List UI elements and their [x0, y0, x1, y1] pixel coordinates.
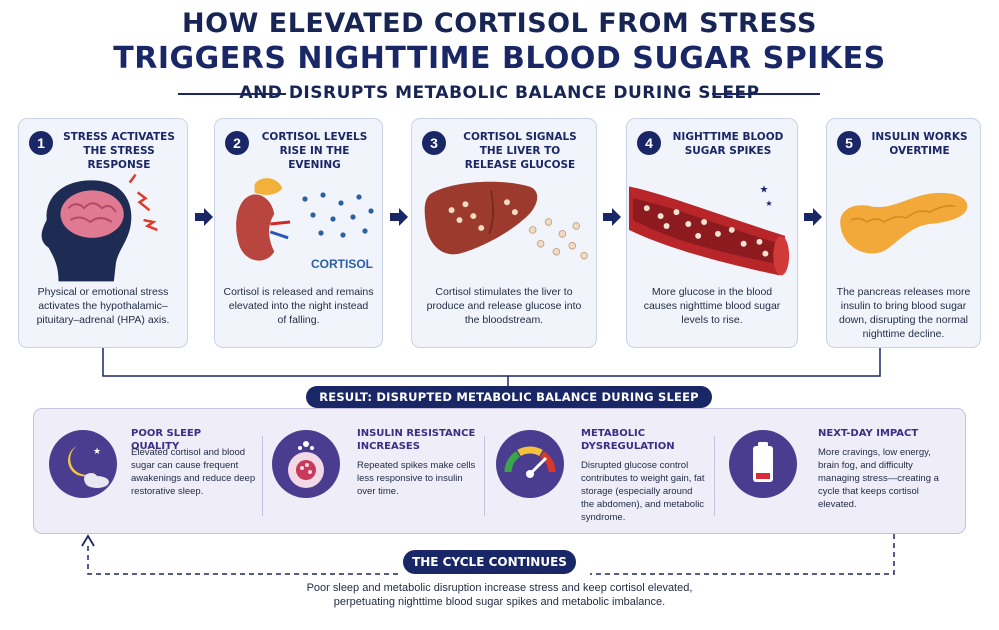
- step-description: The pancreas releases more insulin to br…: [836, 286, 971, 340]
- divider: [714, 436, 715, 516]
- effect-description: Elevated cortisol and blood sugar can ca…: [131, 447, 256, 497]
- divider: [262, 436, 263, 516]
- liver-icon: [424, 181, 588, 260]
- cortisol-molecules: [302, 192, 374, 238]
- step-description: Physical or emotional stress activates t…: [36, 286, 170, 326]
- pancreas-icon: [840, 192, 968, 254]
- step-description: Cortisol is released and remains elevate…: [223, 286, 374, 326]
- step-number: 1: [29, 131, 53, 155]
- effect-description: Repeated spikes make cells less responsi…: [357, 460, 476, 497]
- step-card-3: 3 CORTISOL SIGNALS THE LIVER TO RELEASE …: [411, 118, 597, 348]
- step-title: NIGHTTIME BLOOD SUGAR SPIKES: [672, 131, 784, 157]
- step-number: 3: [422, 131, 446, 155]
- step-title: STRESS ACTIVATES THE STRESS RESPONSE: [63, 131, 175, 171]
- step-card-4: 4 NIGHTTIME BLOOD SUGAR SPIKES ★ ★ More …: [626, 118, 798, 348]
- title-rule-right: [712, 93, 820, 95]
- step-card-2: 2 CORTISOL LEVELS RISE IN THE EVENING CO…: [214, 118, 383, 348]
- step-title: CORTISOL LEVELS RISE IN THE EVENING: [261, 131, 368, 171]
- step-number: 4: [637, 131, 661, 155]
- cycle-description-line-2: perpetuating nighttime blood sugar spike…: [333, 596, 666, 608]
- subtitle: AND DISRUPTS METABOLIC BALANCE DURING SL…: [239, 83, 760, 103]
- moon-cloud-icon: ★: [49, 430, 117, 498]
- svg-text:★: ★: [759, 184, 768, 195]
- gauge-icon: [496, 430, 564, 498]
- step-card-1: 1 STRESS ACTIVATES THE STRESS RESPONSE P…: [18, 118, 188, 348]
- step-number: 5: [837, 131, 861, 155]
- result-heading: RESULT: DISRUPTED METABOLIC BALANCE DURI…: [306, 386, 712, 408]
- effect-title: INSULIN RESISTANCE INCREASES: [357, 428, 476, 452]
- cycle-description: Poor sleep and metabolic disruption incr…: [0, 581, 999, 609]
- blood-vessel-icon: ★ ★: [628, 184, 790, 276]
- title-line-1: HOW ELEVATED CORTISOL FROM STRESS: [182, 8, 817, 39]
- step-title: INSULIN WORKS OVERTIME: [871, 131, 968, 157]
- effect-description: Disrupted glucose control contributes to…: [581, 460, 705, 523]
- svg-text:★: ★: [765, 199, 772, 208]
- step-description: More glucose in the blood causes nightti…: [643, 286, 781, 326]
- divider: [484, 436, 485, 516]
- arrow-right-icon: [804, 208, 822, 226]
- step-number: 2: [225, 131, 249, 155]
- effect-title: METABOLIC DYSREGULATION: [581, 428, 675, 452]
- cycle-description-line-1: Poor sleep and metabolic disruption incr…: [306, 582, 693, 594]
- adrenal-kidney-icon: [236, 178, 291, 261]
- step-card-5: 5 INSULIN WORKS OVERTIME The pancreas re…: [826, 118, 981, 348]
- brain-icon: [41, 173, 158, 282]
- cortisol-label: CORTISOL: [311, 257, 373, 271]
- effect-title: POOR SLEEP QUALITY: [131, 428, 202, 452]
- step-title: CORTISOL SIGNALS THE LIVER TO RELEASE GL…: [463, 131, 577, 171]
- low-battery-icon: [729, 430, 797, 498]
- arrow-right-icon: [195, 208, 213, 226]
- effect-title: NEXT-DAY IMPACT: [818, 428, 919, 439]
- effect-description: More cravings, low energy, brain fog, an…: [818, 447, 939, 510]
- title-rule-left: [178, 93, 286, 95]
- arrow-right-icon: [390, 208, 408, 226]
- title-line-2: TRIGGERS NIGHTTIME BLOOD SUGAR SPIKES: [113, 41, 886, 76]
- step-description: Cortisol stimulates the liver to produce…: [426, 286, 582, 326]
- svg-text:★: ★: [93, 446, 101, 456]
- cycle-heading: THE CYCLE CONTINUES: [403, 550, 576, 574]
- arrow-right-icon: [603, 208, 621, 226]
- cell-icon: [272, 430, 340, 498]
